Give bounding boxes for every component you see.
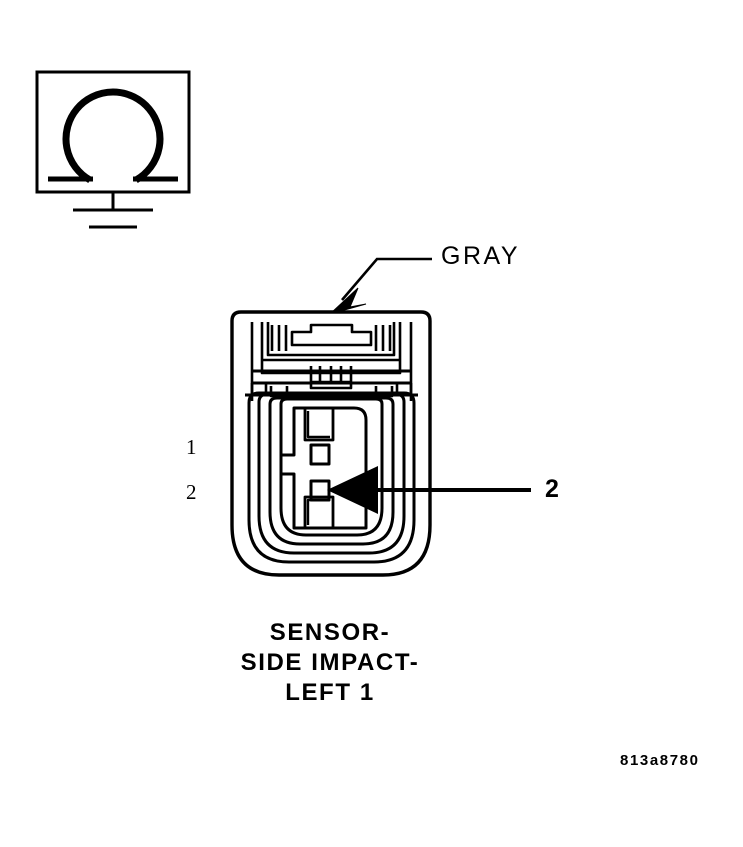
omega-ground-symbol xyxy=(35,70,191,229)
caption-line-3: LEFT 1 xyxy=(285,679,375,706)
cavity-1 xyxy=(309,443,331,466)
gray-leader xyxy=(329,257,432,315)
latch-plateau xyxy=(290,323,373,347)
latch-frame-inner xyxy=(266,322,396,357)
cavity-label-1: 1 xyxy=(186,435,197,459)
cavity-opening-outline xyxy=(279,406,368,530)
omega-arc xyxy=(62,88,164,184)
wire-color-label: GRAY xyxy=(441,242,520,270)
lock-tab-frame xyxy=(309,366,353,390)
gray-leader-line xyxy=(341,257,432,301)
terminal-callout-label: 2 xyxy=(545,475,559,503)
connector-body xyxy=(230,310,432,577)
gray-leader-arrowhead xyxy=(329,287,367,315)
terminal-2-arrowhead xyxy=(327,466,378,514)
face-ring-1 xyxy=(247,391,416,564)
face-ring-3 xyxy=(268,396,395,546)
connector-caption: SENSOR- SIDE IMPACT- LEFT 1 xyxy=(0,618,660,708)
terminal-2-leader xyxy=(327,466,531,514)
caption-line-1: SENSOR- xyxy=(269,619,391,646)
latch-detail xyxy=(245,322,418,401)
caption-line-2: SIDE IMPACT- xyxy=(240,649,420,676)
face-ring-4 xyxy=(279,397,384,537)
cavity-label-2: 2 xyxy=(186,480,197,504)
figure-code: 813a8780 xyxy=(620,752,700,769)
cavity-step-top-inner xyxy=(306,411,330,439)
face-ring-2 xyxy=(257,392,406,555)
cavity-step-bottom xyxy=(303,495,335,528)
cavity-step-top xyxy=(303,408,335,442)
